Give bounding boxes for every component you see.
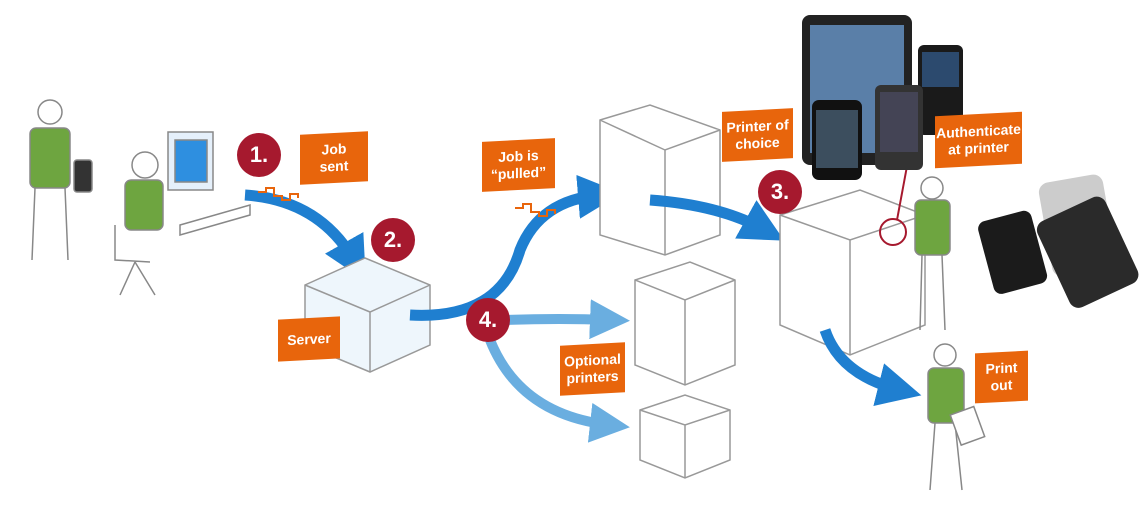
label-job-sent: Job sent bbox=[300, 131, 368, 185]
arrow-job-sent bbox=[244, 189, 366, 282]
user-with-phone bbox=[29, 99, 93, 261]
user-at-computer bbox=[114, 131, 251, 296]
optional-printer-2 bbox=[639, 394, 731, 479]
label-server: Server bbox=[278, 316, 340, 362]
card-readers bbox=[978, 174, 1139, 308]
step-4-badge: 4. bbox=[466, 298, 510, 342]
label-print-out: Print out bbox=[975, 350, 1028, 404]
label-job-pulled: Job is “pulled” bbox=[482, 138, 555, 192]
printer-pulled bbox=[599, 104, 721, 256]
arrow-optional-2 bbox=[485, 338, 630, 443]
mobile-devices bbox=[802, 15, 963, 180]
user-authenticating bbox=[879, 149, 951, 331]
label-printer-of-choice: Printer of choice bbox=[722, 108, 793, 162]
arrow-pulled bbox=[409, 174, 622, 321]
data-bits-icon bbox=[515, 203, 556, 217]
data-bits-icon bbox=[258, 187, 299, 201]
step-2-badge: 2. bbox=[371, 218, 415, 262]
step-1-badge: 1. bbox=[237, 133, 281, 177]
optional-printer-1 bbox=[634, 261, 736, 386]
arrow-optional-1 bbox=[504, 299, 630, 340]
arrow-to-choice bbox=[649, 194, 785, 241]
user-print-out bbox=[927, 343, 986, 491]
label-authenticate: Authenticate at printer bbox=[935, 111, 1022, 169]
label-optional-printers: Optional printers bbox=[560, 342, 625, 396]
step-3-badge: 3. bbox=[758, 170, 802, 214]
arrow-print-out bbox=[819, 328, 922, 406]
printer-of-choice bbox=[779, 189, 926, 356]
